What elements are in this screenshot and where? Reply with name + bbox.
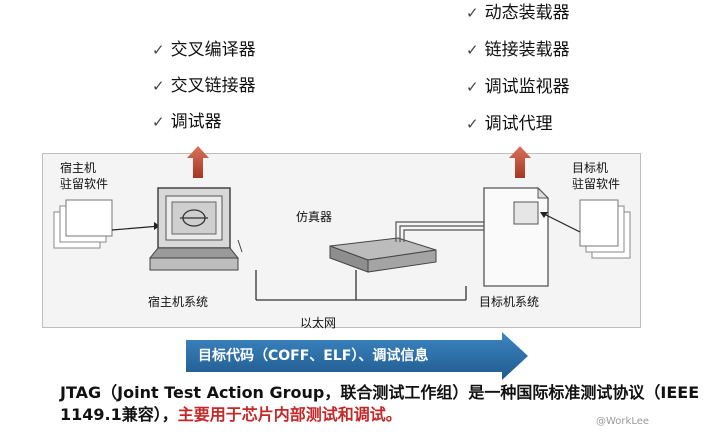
check-icon: ✓ (466, 115, 479, 133)
watermark: @WorkLee (596, 416, 650, 427)
check-icon: ✓ (466, 4, 479, 22)
target-up-arrow (509, 146, 531, 178)
host-software-docs-icon (53, 199, 161, 249)
target-system-label: 目标机系统 (479, 295, 540, 309)
target-software-docs-icon (540, 199, 631, 259)
host-tool-item: ✓ 调试器 (152, 109, 256, 145)
emulator-label: 仿真器 (296, 210, 333, 224)
jtag-description: JTAG（Joint Test Action Group，联合测试工作组）是一种… (60, 382, 700, 426)
check-icon: ✓ (466, 41, 479, 59)
banner-arrow-shape (186, 332, 528, 380)
target-board-icon (483, 186, 550, 287)
host-tool-label: 交叉编译器 (170, 40, 256, 60)
jtag-cable (395, 221, 484, 242)
target-tool-label: 动态装载器 (484, 3, 570, 23)
target-tool-item: ✓ 动态装载器 (466, 0, 570, 37)
check-icon: ✓ (152, 77, 165, 95)
host-tool-item: ✓ 交叉编译器 (152, 37, 256, 73)
description-highlight: 主要用于芯片内部测试和调试。 (177, 405, 402, 424)
ethernet-network (255, 270, 467, 301)
host-tools-list: ✓ 交叉编译器 ✓ 交叉链接器 ✓ 调试器 (152, 37, 256, 145)
host-tool-item: ✓ 交叉链接器 (152, 73, 256, 109)
target-tool-label: 调试监视器 (484, 77, 570, 97)
host-tool-label: 交叉链接器 (170, 76, 256, 96)
ethernet-label: 以太网 (300, 316, 337, 330)
target-tool-item: ✓ 调试代理 (466, 111, 570, 148)
host-tool-label: 调试器 (170, 112, 222, 132)
target-tool-item: ✓ 调试监视器 (466, 74, 570, 111)
description-text: JTAG（Joint Test Action Group，联合测试工作组）是一种… (60, 383, 700, 424)
target-tool-label: 链接装载器 (484, 40, 570, 60)
host-system-label: 宿主机系统 (148, 295, 209, 309)
target-tool-label: 调试代理 (484, 114, 553, 134)
target-software-label: 目标机 驻留软件 (572, 161, 621, 191)
emulator-device-icon (329, 237, 437, 273)
check-icon: ✓ (466, 78, 479, 96)
host-computer-icon (148, 187, 243, 271)
host-up-arrow (187, 146, 209, 178)
target-tools-list: ✓ 动态装载器 ✓ 链接装载器 ✓ 调试监视器 ✓ 调试代理 (466, 0, 570, 148)
host-software-label: 宿主机 驻留软件 (60, 161, 109, 191)
check-icon: ✓ (152, 41, 165, 59)
target-tool-item: ✓ 链接装载器 (466, 37, 570, 74)
object-code-banner: 目标代码（COFF、ELF）、调试信息 (198, 348, 429, 364)
check-icon: ✓ (152, 113, 165, 131)
